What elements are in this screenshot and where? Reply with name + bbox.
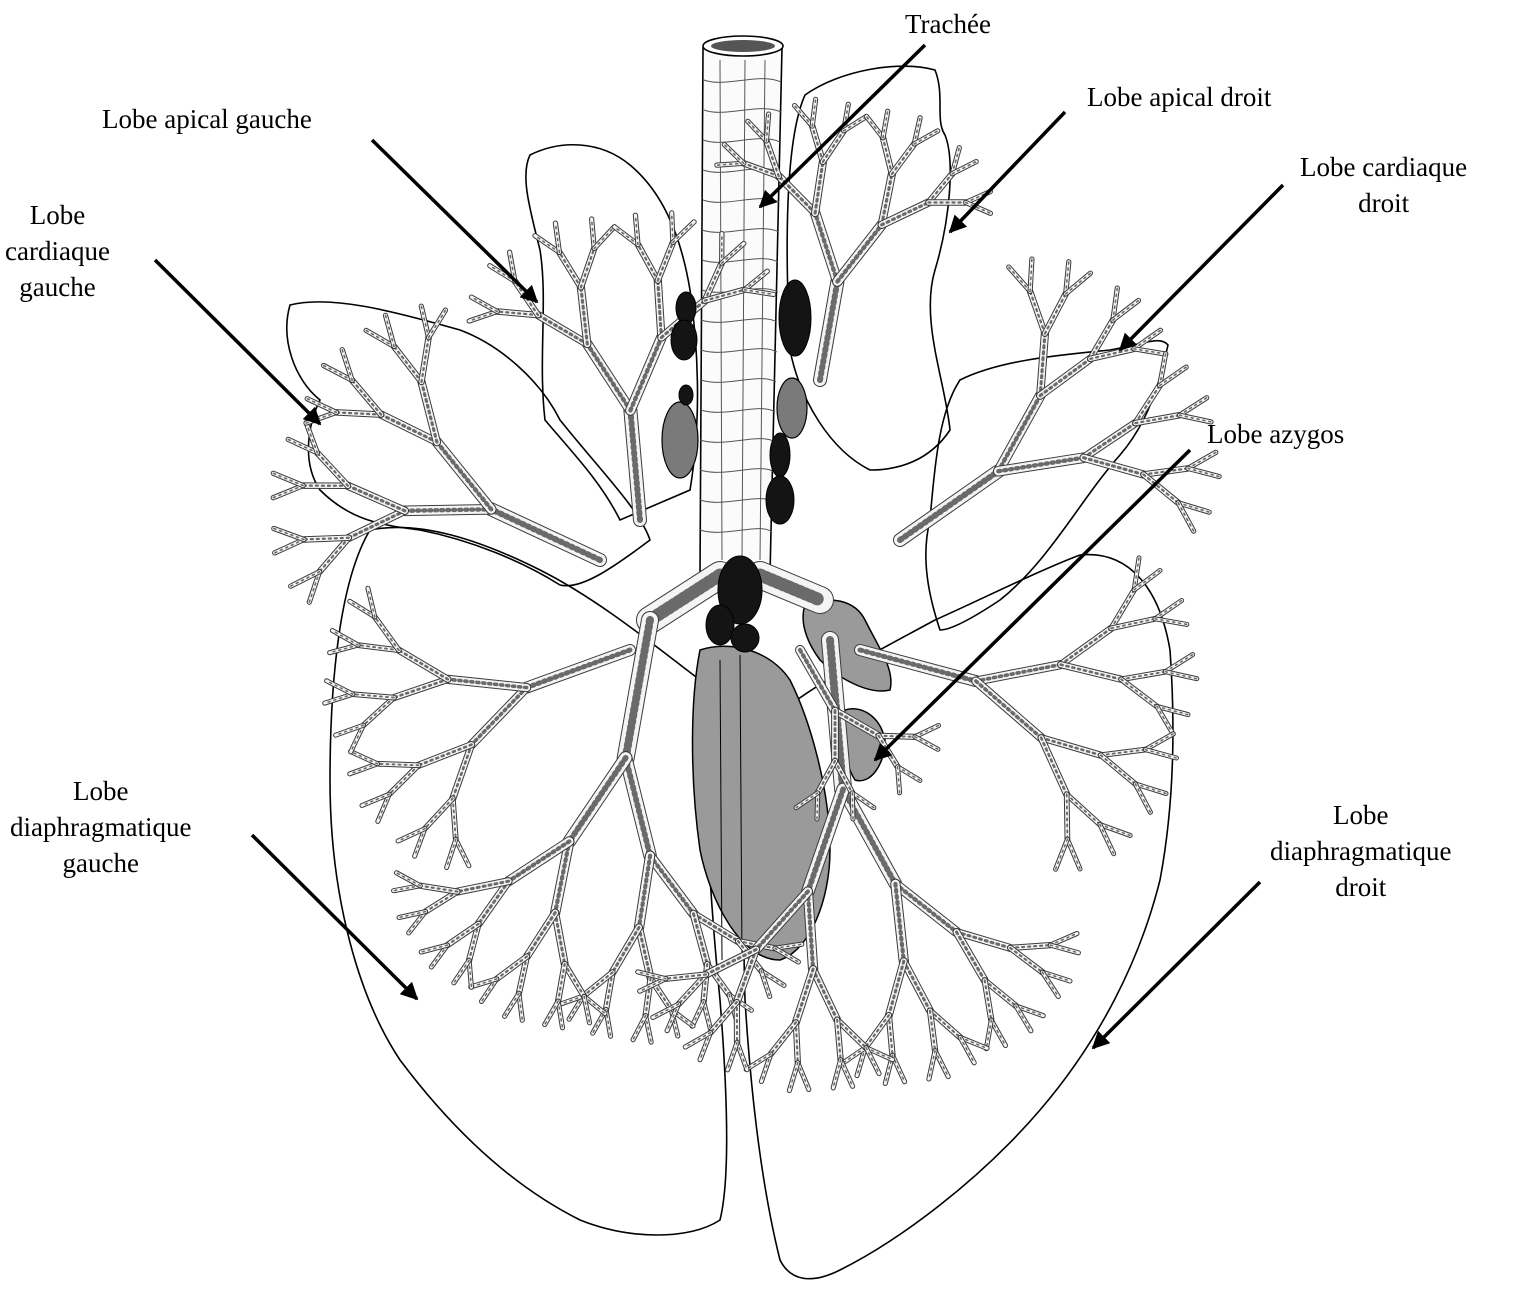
label-right-apical-lobe: Lobe apical droit bbox=[1087, 79, 1271, 115]
arrow-right-apical bbox=[950, 112, 1065, 232]
arrow-azygos bbox=[875, 450, 1190, 760]
arrow-right-cardiac bbox=[1120, 185, 1283, 350]
label-right-cardiac-lobe: Lobe cardiaque droit bbox=[1300, 149, 1467, 221]
arrow-trachea bbox=[760, 45, 925, 207]
label-azygos-lobe: Lobe azygos bbox=[1207, 416, 1344, 452]
label-left-cardiac-lobe: Lobe cardiaque gauche bbox=[5, 197, 110, 305]
label-left-diaphragmatic-lobe: Lobe diaphragmatique gauche bbox=[10, 773, 191, 881]
label-right-diaphragmatic-lobe: Lobe diaphragmatique droit bbox=[1270, 797, 1451, 905]
right-cardiac-lobe-outline bbox=[926, 341, 1168, 630]
arrow-left-cardiac bbox=[155, 260, 320, 424]
label-left-apical-lobe: Lobe apical gauche bbox=[102, 101, 312, 137]
label-trachea: Trachée bbox=[905, 6, 991, 42]
arrow-left-apical bbox=[372, 140, 537, 302]
arrow-right-diaphragmatic bbox=[1093, 882, 1260, 1048]
